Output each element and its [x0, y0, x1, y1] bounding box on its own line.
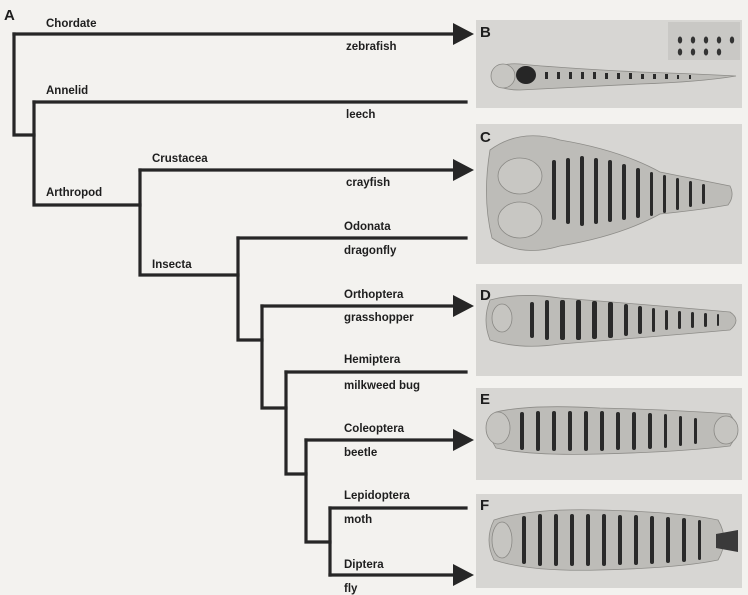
- node-coleoptera: [304, 438, 332, 544]
- tree-branches: [12, 32, 468, 577]
- node-arthropod: [138, 168, 240, 277]
- group-label: Chordate: [46, 18, 96, 30]
- panel-d-grasshopper-image: D: [476, 284, 742, 376]
- tree-labels: Chordate zebrafish Annelid leech Arthrop…: [46, 18, 420, 595]
- node-label-arthropod: Arthropod: [46, 187, 102, 199]
- panel-a-label: A: [4, 7, 15, 24]
- species-label: fly: [344, 583, 358, 595]
- species-label: beetle: [344, 447, 377, 459]
- group-label: Lepidoptera: [344, 490, 410, 502]
- group-label: Coleoptera: [344, 423, 405, 435]
- node-hemiptera: [284, 370, 308, 476]
- panel-e-beetle-image: E: [476, 388, 742, 480]
- species-label: moth: [344, 514, 372, 526]
- node-annelid-arthropod: [32, 100, 142, 207]
- species-label: leech: [346, 109, 375, 121]
- arrow-crayfish-icon: [453, 159, 474, 181]
- species-label: milkweed bug: [344, 380, 420, 392]
- panel-b-zebrafish-image: B: [476, 20, 742, 108]
- panel-f-label: F: [480, 497, 489, 514]
- species-label: crayfish: [346, 177, 390, 189]
- node-label-insecta: Insecta: [152, 259, 192, 271]
- species-label: grasshopper: [344, 312, 414, 324]
- panel-b-label: B: [480, 24, 491, 41]
- group-label: Crustacea: [152, 153, 208, 165]
- arrow-grasshopper-icon: [453, 295, 474, 317]
- group-label: Hemiptera: [344, 354, 401, 366]
- panel-c-crayfish-image: C: [476, 124, 742, 264]
- group-label: Diptera: [344, 559, 384, 571]
- group-label: Orthoptera: [344, 289, 404, 301]
- arrowheads: [453, 23, 474, 586]
- arrow-fly-icon: [453, 564, 474, 586]
- root-branch: [12, 32, 36, 137]
- group-label: Annelid: [46, 85, 88, 97]
- species-label: zebrafish: [346, 41, 397, 53]
- arrow-zebrafish-icon: [453, 23, 474, 45]
- panel-d-label: D: [480, 287, 491, 304]
- group-label: Odonata: [344, 221, 391, 233]
- species-label: dragonfly: [344, 245, 397, 257]
- panel-e-label: E: [480, 391, 490, 408]
- node-insecta: [236, 236, 264, 342]
- node-orthoptera: [260, 304, 288, 410]
- panel-f-fly-image: F: [476, 494, 742, 588]
- arrow-beetle-icon: [453, 429, 474, 451]
- panel-c-label: C: [480, 129, 491, 146]
